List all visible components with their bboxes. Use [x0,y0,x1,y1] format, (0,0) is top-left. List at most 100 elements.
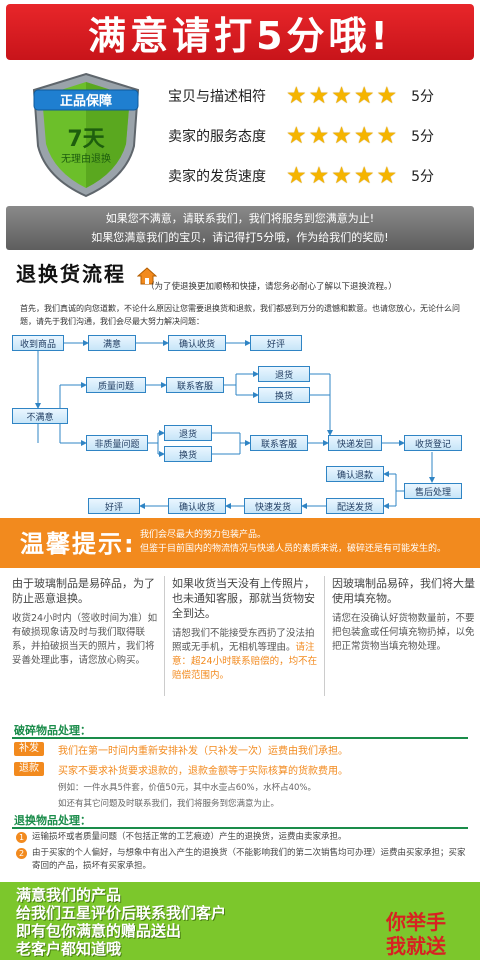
promo-slogan-2: 我就送 [386,934,446,958]
refund-tag: 退款 [14,762,44,776]
rating-stars: ★★★★★ [286,164,397,188]
tip-column-highlight: 请注意：超24小时联系赔偿的，均不在赔偿范围内。 [172,642,318,681]
star-icon: ★ [353,83,375,109]
star-icon: ★ [331,83,352,109]
star-icon: ★ [376,123,398,149]
flow-node-return: 退货 [164,425,212,441]
tip-column-body: 请您在没确认好货物数量前，不要把包装盒或任何填充物扔掉，以免把正常货物当填充物处… [332,613,475,652]
satisfaction-notice: 如果您不满意，请联系我们，我们将服务到您满意为止! 如果您满意我们的宝贝，请记得… [6,206,474,250]
rating-score: 5分 [411,169,435,185]
flow-node-exchange: 换货 [164,446,212,462]
notice-line-1: 如果您不满意，请联系我们，我们将服务到您满意为止! [105,212,375,225]
tip-column-lead: 因玻璃制品易碎，我们将大量使用填充物。 [332,577,475,605]
tip-column-body: 请恕我们不能接受东西扔了没法拍照或无手机，无相机等理由。请注意：超24小时联系赔… [172,627,320,683]
flow-node-contact-service: 联系客服 [166,377,224,393]
item-number-icon: 2 [16,848,27,859]
tips-text: 我们会尽最大的努力包装产品。 但鉴于目前国内的物流情况与快递人员的素质来说，破碎… [140,528,446,556]
return-flow-title-text: 退换货流程 [16,262,126,286]
tips-line-2: 但鉴于目前国内的物流情况与快递人员的素质来说，破碎还是有可能发生的。 [140,544,447,554]
broken-section-bar [12,737,468,739]
shield-bottom-text: 无理由退换 [61,152,111,165]
flow-node-confirm-refund: 确认退款 [326,466,384,482]
banner-title: 满意请打5分哦! [88,13,392,58]
rating-stars: ★★★★★ [286,84,397,108]
rating-banner: 满意请打5分哦! [6,4,474,60]
refund-text: 买家不要求补货要求退款的，退款金额等于实际核算的货款费用。 [58,766,348,777]
tips-title: 温馨提示: [20,530,136,558]
tip-column: 由于玻璃制品是易碎品，为了防止恶意退换。 收货24小时内（签收时间为准）如有破损… [12,576,160,706]
promo-line-3: 即有包你满意的赠品送出 [16,922,182,940]
star-icon: ★ [376,163,398,189]
flow-node-return: 退货 [258,366,310,382]
shield-middle-text: 7天 [67,127,105,152]
rating-row: 宝贝与描述相符 ★★★★★ 5分 [168,76,468,116]
rating-label: 卖家的服务态度 [168,129,266,145]
tip-column-lead: 由于玻璃制品是易碎品，为了防止恶意退换。 [12,577,155,605]
tip-column: 因玻璃制品易碎，我们将大量使用填充物。 请您在没确认好货物数量前，不要把包装盒或… [332,576,480,706]
reship-tag: 补发 [14,742,44,756]
star-icon: ★ [308,83,330,109]
rating-row: 卖家的服务态度 ★★★★★ 5分 [168,116,468,156]
promo-line-2: 给我们五星评价后联系我们客户 [16,904,227,922]
flow-node-receive: 收到商品 [12,335,64,351]
flow-node-confirm-receipt: 确认收货 [168,335,226,351]
tips-line-1: 我们会尽最大的努力包装产品。 [140,530,267,540]
tips-banner [0,518,480,568]
flow-node-non-quality-issue: 非质量问题 [86,435,148,451]
star-icon: ★ [308,123,330,149]
flow-node-unsatisfied: 不满意 [12,408,68,424]
flow-node-fast-ship: 快速发货 [244,498,302,514]
star-icon: ★ [286,83,307,109]
flow-node-dispatch: 配送发货 [326,498,384,514]
tip-column-body-text: 请恕我们不能接受东西扔了没法拍照或无手机，无相机等理由。 [172,628,315,653]
flow-node-satisfied: 满意 [88,335,136,351]
tip-column-body: 收货24小时内（签收时间为准）如有破损现象请及时与我们取得联系，并拍破损当天的照… [12,613,158,666]
rating-stars: ★★★★★ [286,124,397,148]
notice-line-2: 如果您满意我们的宝贝，请记得打5分哦，作为给我们的奖励! [91,231,389,244]
star-icon: ★ [353,163,375,189]
exchange-section-title: 退换物品处理： [14,814,91,827]
rating-label: 宝贝与描述相符 [168,89,266,105]
tip-column-lead: 如果收货当天没有上传照片，也未通知客服，那就当货物安全到达。 [172,577,315,620]
star-icon: ★ [331,163,352,189]
star-icon: ★ [286,163,307,189]
exchange-section-bar [12,827,468,829]
star-icon: ★ [353,123,375,149]
shield-top-text: 正品保障 [60,93,112,109]
flow-node-ship-back: 快递发回 [328,435,382,451]
star-icon: ★ [376,83,398,109]
flow-node-after-sale: 售后处理 [404,483,462,499]
promo-slogan: 你举手 我就送 [386,910,446,958]
star-icon: ★ [331,123,352,149]
broken-note: 如还有其它问题及时联系我们，我们将服务到您满意为止。 [58,799,280,809]
flow-node-quality-issue: 质量问题 [86,377,146,393]
column-divider [164,576,165,696]
flow-node-exchange: 换货 [258,387,310,403]
rating-score: 5分 [411,129,435,145]
return-flow-intro: 首先，我们真诚的向您道歉，不论什么原因让您需要退换货和退款，我们都感到万分的遗憾… [20,304,460,326]
exchange-item-2: 由于买家的个人偏好，与想象中有出入产生的退换货（不能影响我们的第二次销售均可办理… [32,848,466,871]
exchange-item-1: 运输损坏或者质量问题（不包括正常的工艺痕迹）产生的退换货，运费由卖家承担。 [32,832,347,842]
reship-text: 我们在第一时间内重新安排补发（只补发一次）运费由我们承担。 [58,746,348,757]
promo-text: 满意我们的产品 给我们五星评价后联系我们客户 即有包你满意的赠品送出 老客户都知… [16,886,226,958]
house-icon [136,266,158,284]
flow-node-contact-service: 联系客服 [250,435,308,451]
flow-node-good-review: 好评 [250,335,302,351]
promo-line-1: 满意我们的产品 [16,886,122,904]
promo-footer [0,882,480,960]
promo-slogan-1: 你举手 [386,910,446,934]
star-icon: ★ [308,163,330,189]
return-flow-diagram: 收到商品 满意 确认收货 好评 质量问题 联系客服 退货 换货 不满意 非质量问… [0,328,480,520]
refund-example: 例如：一件水具5件套，价值50元，其中水壶占60%，水杯占40%。 [58,783,317,793]
tip-column: 如果收货当天没有上传照片，也未通知客服，那就当货物安全到达。 请恕我们不能接受东… [172,576,320,706]
rating-label: 卖家的发货速度 [168,169,266,185]
quality-guarantee-shield-icon: 正品保障 7天 无理由退换 [32,72,140,198]
flow-node-receipt-register: 收货登记 [404,435,462,451]
flow-node-confirm-receipt: 确认收货 [168,498,226,514]
promo-line-4: 老客户都知道哦 [16,940,122,958]
rating-row: 卖家的发货速度 ★★★★★ 5分 [168,156,468,196]
broken-section-title: 破碎物品处理： [14,724,91,737]
column-divider [324,576,325,696]
rating-list: 宝贝与描述相符 ★★★★★ 5分 卖家的服务态度 ★★★★★ 5分 卖家的发货速… [168,76,468,196]
